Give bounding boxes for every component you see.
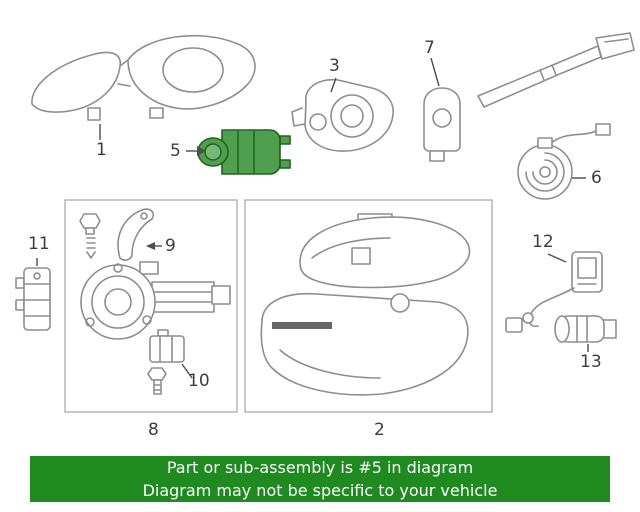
stalk-lever-art	[477, 32, 635, 108]
part12-antenna-art	[505, 251, 603, 333]
banner-line-2: Diagram may not be specific to your vehi…	[142, 481, 498, 500]
part1-column-cover-art	[31, 34, 256, 140]
part7-sensor-art	[423, 57, 461, 162]
part9-bolt-bracket-art	[79, 208, 162, 261]
part10-switch-art	[147, 329, 193, 395]
group8-box	[64, 199, 238, 413]
callout-13: 13	[580, 352, 602, 372]
callout-6: 6	[591, 168, 602, 188]
callout-8: 8	[148, 420, 159, 440]
callout-10: 10	[188, 371, 210, 391]
group2-box	[244, 199, 493, 413]
callout-9: 9	[165, 236, 176, 256]
part11-switch-art	[15, 258, 51, 331]
part5-ignition-switch-art	[186, 129, 291, 175]
part8-housing-art	[80, 261, 231, 340]
part2-shrouds-art	[260, 213, 471, 396]
callout-2: 2	[374, 420, 385, 440]
callout-3: 3	[329, 56, 340, 76]
part6-clockspring-art	[517, 123, 611, 200]
callout-12: 12	[532, 232, 554, 252]
callout-1: 1	[96, 140, 107, 160]
part3-lock-housing-art	[291, 77, 394, 152]
banner-line-1: Part or sub-assembly is #5 in diagram	[166, 458, 474, 477]
part13-cylinder-art	[554, 315, 617, 352]
notice-banner: Part or sub-assembly is #5 in diagram Di…	[30, 456, 610, 502]
callout-5: 5	[170, 141, 181, 161]
callout-7: 7	[424, 38, 435, 58]
callout-11: 11	[28, 234, 50, 254]
